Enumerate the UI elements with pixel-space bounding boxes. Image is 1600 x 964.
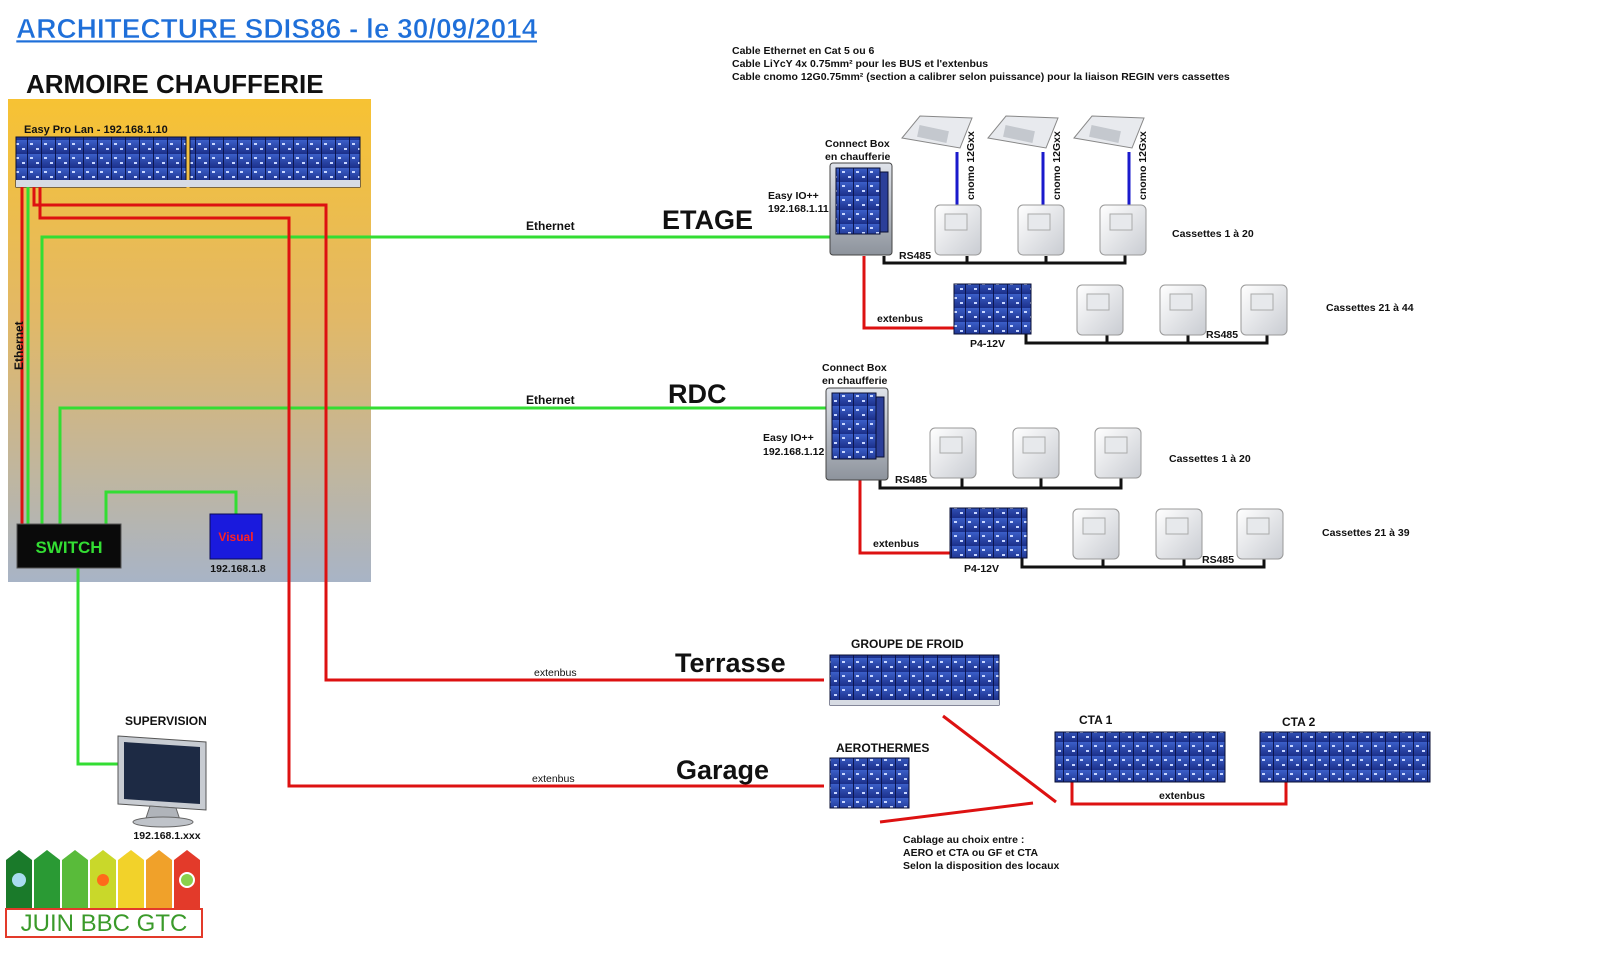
visual-ip: 192.168.1.8 — [210, 563, 266, 575]
extenbus-aero-to-cta — [879, 801, 1034, 824]
rdc-io-label: Easy IO++ — [763, 432, 814, 444]
extenbus-etage — [862, 256, 955, 330]
ethernet-link-rdc — [58, 406, 828, 525]
rdc-title: RDC — [668, 379, 727, 409]
rdc-ethernet-label: Ethernet — [526, 393, 575, 407]
aerothermes-controller — [829, 757, 910, 809]
etage-easy-io-controller — [829, 162, 893, 256]
ethernet-link-etage — [40, 235, 838, 525]
note-ethernet-cable: Cable Ethernet en Cat 5 ou 6 — [732, 45, 875, 57]
etage-cassettes-a-label: Cassettes 1 à 20 — [1172, 228, 1254, 240]
rdc-cassettes-a-label: Cassettes 1 à 20 — [1169, 453, 1251, 465]
note-cnomo-cable: Cable cnomo 12G0.75mm² (section a calibr… — [732, 71, 1230, 83]
etage-p4-label: P4-12V — [970, 338, 1005, 350]
etage-cnomo-label-1: cnomo 12Gxx — [965, 131, 977, 200]
rdc-io-ip: 192.168.1.12 — [763, 446, 824, 458]
garage-extenbus-label: extenbus — [532, 773, 575, 785]
cta1-controller — [1054, 731, 1226, 783]
rdc-connect-box-location: en chaufferie — [822, 375, 888, 387]
rdc-rs485-label-b: RS485 — [1202, 554, 1234, 566]
extenbus-rdc — [858, 480, 950, 555]
etage-io-ip: 192.168.1.11 — [768, 203, 829, 215]
etage-extenbus-label: extenbus — [877, 313, 923, 325]
supervision-monitor-icon — [117, 735, 207, 828]
ethernet-link-supervision — [76, 566, 120, 766]
etage-p4-module — [953, 283, 1032, 335]
plc-label: Easy Pro Lan - 192.168.1.10 — [24, 124, 168, 136]
rdc-connect-box-label: Connect Box — [822, 362, 887, 374]
switch-label: SWITCH — [35, 538, 102, 557]
etage-cassettes-b-label: Cassettes 21 à 44 — [1326, 302, 1414, 314]
extenbus-link-garage — [38, 187, 824, 788]
groupe-de-froid-controller — [829, 654, 1000, 706]
rs485-links — [878, 254, 1269, 569]
network-switch: SWITCH — [16, 523, 122, 569]
easy-pro-lan-plc — [15, 136, 361, 188]
supervision-ip: 192.168.1.xxx — [133, 830, 200, 842]
cta2-controller — [1259, 731, 1431, 783]
etage-cnomo-label-3: cnomo 12Gxx — [1137, 131, 1149, 200]
diagram-title: ARCHITECTURE SDIS86 - le 30/09/2014 — [16, 13, 538, 44]
rdc-easy-io-controller — [825, 387, 889, 481]
etage-thermostats-a — [934, 204, 1147, 256]
etage-io-label: Easy IO++ — [768, 190, 819, 202]
etage-thermostats-b — [1076, 284, 1288, 336]
cabinet-title: ARMOIRE CHAUFFERIE — [26, 69, 324, 99]
supervision-label: SUPERVISION — [125, 714, 207, 728]
cta2-label: CTA 2 — [1282, 715, 1316, 729]
ethernet-links — [26, 187, 838, 766]
rdc-thermostats-b — [1072, 508, 1284, 560]
rdc-thermostats-a — [929, 427, 1142, 479]
rdc-rs485-label-a: RS485 — [895, 474, 927, 486]
cnomo-links — [955, 152, 1131, 205]
etage-cnomo-label-2: cnomo 12Gxx — [1051, 131, 1063, 200]
terrasse-extenbus-label: extenbus — [534, 667, 577, 679]
etage-rs485-label-a: RS485 — [899, 250, 931, 262]
ethernet-link-visual — [104, 490, 238, 525]
rdc-extenbus-label: extenbus — [873, 538, 919, 550]
rdc-p4-label: P4-12V — [964, 563, 999, 575]
etage-ethernet-label: Ethernet — [526, 219, 575, 233]
etage-title: ETAGE — [662, 205, 753, 235]
cabling-note-line-1: Cablage au choix entre : — [903, 834, 1024, 846]
cta-extenbus-label: extenbus — [1159, 790, 1205, 802]
cabling-note-line-2: AERO et CTA ou GF et CTA — [903, 847, 1039, 859]
juin-bbc-gtc-logo: JUIN BBC GTC — [5, 850, 203, 938]
etage-connect-box-location: en chaufferie — [825, 151, 891, 163]
note-liycy-cable: Cable LiYcY 4x 0.75mm² pour les BUS et l… — [732, 58, 988, 70]
etage-rs485-label-b: RS485 — [1206, 329, 1238, 341]
terrasse-title: Terrasse — [675, 648, 786, 678]
rdc-cassettes-b-label: Cassettes 21 à 39 — [1322, 527, 1410, 539]
visual-display: Visual — [209, 513, 263, 560]
extenbus-gf-to-cta — [942, 714, 1057, 804]
logo-text: JUIN BBC GTC — [21, 910, 188, 937]
cabling-note-line-3: Selon la disposition des locaux — [903, 860, 1060, 872]
etage-ceiling-cassettes — [901, 115, 1145, 149]
etage-connect-box-label: Connect Box — [825, 138, 890, 150]
cta1-label: CTA 1 — [1079, 713, 1113, 727]
extenbus-cta1-cta2 — [1070, 782, 1288, 806]
rdc-p4-module — [949, 507, 1028, 559]
visual-label: Visual — [218, 530, 253, 544]
ethernet-vertical-label: Ethernet — [12, 321, 26, 370]
garage-title: Garage — [676, 755, 769, 785]
aerothermes-label: AEROTHERMES — [836, 741, 929, 755]
groupe-de-froid-label: GROUPE DE FROID — [851, 637, 964, 651]
extenbus-link-terrasse — [32, 187, 824, 682]
extenbus-links — [20, 187, 1288, 824]
